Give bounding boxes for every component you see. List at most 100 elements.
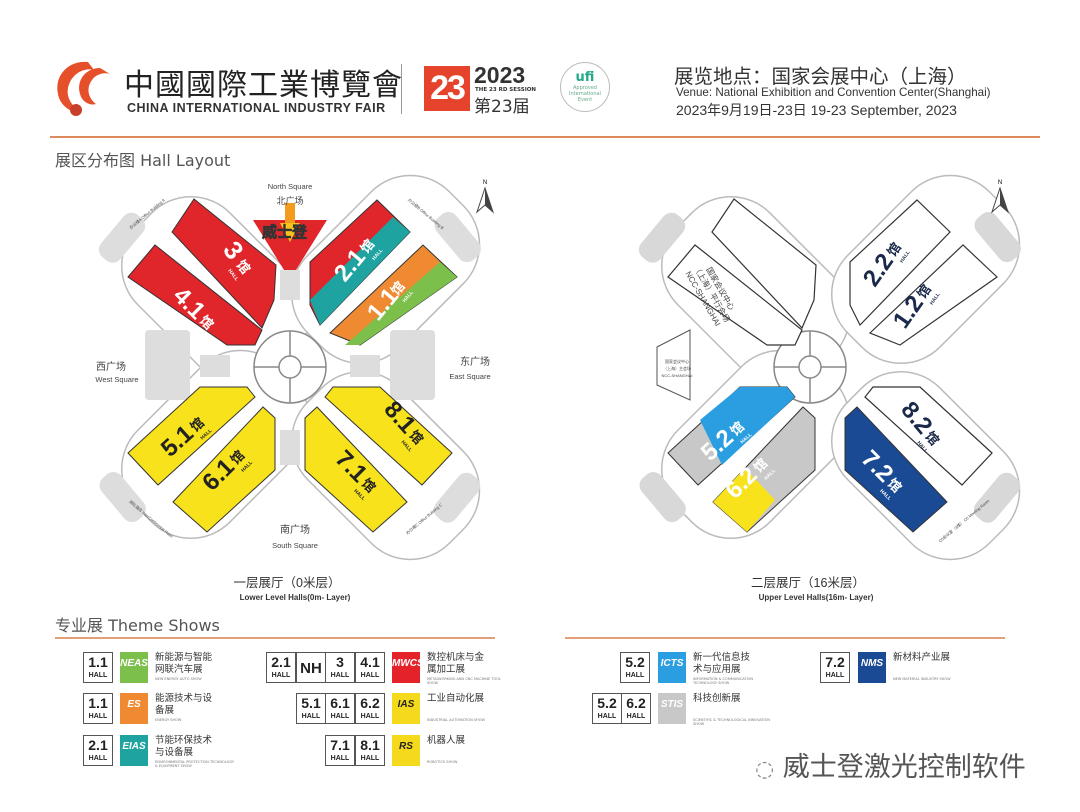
- hall-number: 7.1: [330, 737, 350, 753]
- hall-word: HALL: [330, 672, 350, 679]
- hall-layout-title: 展区分布图 Hall Layout: [55, 151, 231, 170]
- hall-2-2: [849, 199, 951, 327]
- show-logo: IAS: [392, 693, 420, 724]
- hall-4-1: [127, 244, 263, 346]
- venue-cn: 展览地点：国家会展中心（上海）: [674, 65, 967, 88]
- north-entrance-hall: [253, 220, 327, 270]
- session-number-badge: 23: [424, 66, 470, 111]
- hall-number: 8.1: [360, 737, 380, 753]
- show-name-cn: 新能源与智能网联汽车展: [155, 652, 213, 675]
- hall-number: 2.1: [271, 654, 291, 670]
- ncc-main-line3: NCC-SHANGHAI: [662, 373, 693, 378]
- hall-6-1: [172, 406, 276, 533]
- hall-word: HALL: [88, 755, 108, 762]
- show-name-en: SCIENTIFIC & TECHNOLOGICAL INNOVATION SH…: [693, 718, 770, 726]
- show-logo: ES: [120, 693, 148, 724]
- show-name-en: ROBOTICS SHOW: [427, 760, 458, 764]
- hall-word: HALL: [825, 672, 845, 679]
- hall-1-1-neas-zone: [345, 262, 457, 345]
- ncc-parallel-venue: [667, 244, 803, 346]
- petal-se: [290, 370, 481, 561]
- wechat-icon: ◌: [755, 757, 775, 782]
- ufi-line3: Event: [577, 97, 593, 103]
- show-name-cn: 能源技术与设备展: [155, 693, 213, 716]
- show-logo: NMS: [858, 652, 886, 683]
- ncc-main-line1: 国家会议中心: [665, 358, 689, 364]
- hall-7-2: [844, 406, 948, 533]
- center-hub: [253, 330, 327, 404]
- hall-5-1: [127, 386, 256, 486]
- south-square-cn: 南广场: [280, 523, 310, 536]
- east-square-en: East Square: [449, 372, 490, 381]
- hall-word: HALL: [360, 713, 380, 720]
- compass-n: N: [483, 180, 487, 186]
- hall-number: 5.2: [625, 654, 645, 670]
- hall-word: HALL: [88, 713, 108, 720]
- hall-3: [171, 198, 277, 329]
- compass-icon: N: [990, 180, 1010, 214]
- hall-number: 6.1: [330, 695, 350, 711]
- fair-logo-icon: [48, 58, 118, 118]
- hall-word: HALL: [360, 755, 380, 762]
- lower-caption-en: Lower Level Halls(0m- Layer): [240, 593, 351, 602]
- ufi-line2: International: [569, 91, 601, 97]
- fair-title-cn: 中國國際工業博覽會: [124, 68, 403, 103]
- hall-number: 5.1: [301, 695, 321, 711]
- show-name-en: INDUSTRIAL AUTOMATION SHOW: [427, 718, 485, 722]
- hall-number: 7.2: [825, 654, 845, 670]
- show-name-en: ENERGY SHOW: [155, 718, 182, 722]
- theme-rule-left: [55, 637, 495, 639]
- hall-word: HALL: [330, 755, 350, 762]
- hall-number: 3: [336, 654, 344, 670]
- show-name-en: METALWORKING AND CNC MACHINE TOOL SHOW: [427, 677, 501, 685]
- show-name-cn: 工业自动化展: [427, 693, 485, 704]
- plazas: [98, 212, 481, 523]
- compass-n: N: [998, 180, 1002, 186]
- show-name-cn: 机器人展: [427, 735, 466, 746]
- hall-word: HALL: [360, 672, 380, 679]
- marker-label: 威士登: [262, 223, 308, 241]
- session-en: THE 23 RD SESSION: [475, 87, 537, 93]
- header-divider: [401, 64, 402, 114]
- hall-word: HALL: [625, 672, 645, 679]
- show-logo: RS: [392, 735, 420, 766]
- hall-number: 6.2: [626, 695, 646, 711]
- hall-number: 4.1: [360, 654, 380, 670]
- show-name-en: INFORMATION & COMMUNICATION TECHNOLOGY S…: [693, 677, 754, 685]
- show-name-cn: 科技创新展: [693, 693, 741, 704]
- theme-rule-right: [565, 637, 1005, 639]
- ncc-main-line2: （上海）主会场: [663, 365, 691, 371]
- show-name-en: ENVIRONMENTAL PROTECTION TECHNOLOGY & EQ…: [155, 760, 235, 768]
- hall-8-1: [324, 386, 453, 486]
- hall-number: 1.1: [88, 695, 108, 711]
- show-name-cn: 新材料产业展: [893, 652, 951, 663]
- session-cn: 第23届: [474, 97, 530, 117]
- watermark-text: 威士登激光控制软件: [782, 752, 1026, 783]
- south-square-en: South Square: [272, 541, 318, 550]
- hall-1-2: [868, 244, 998, 346]
- show-name-en: NEW MATERIAL INDUSTRY SHOW: [893, 677, 951, 681]
- east-square-cn: 东广场: [460, 355, 490, 368]
- hall-badge: NH: [296, 652, 326, 683]
- lower-caption-cn: 一层展厅（0米层）: [234, 576, 341, 590]
- show-logo: NEAS: [120, 652, 148, 683]
- hall-word: HALL: [271, 672, 291, 679]
- show-logo: ICTS: [658, 652, 686, 683]
- hall-word: HALL: [626, 713, 646, 720]
- ufi-name: ufi: [575, 70, 595, 85]
- hall-7-1: [304, 406, 408, 533]
- show-name-cn: 节能环保技术与设备展: [155, 735, 213, 758]
